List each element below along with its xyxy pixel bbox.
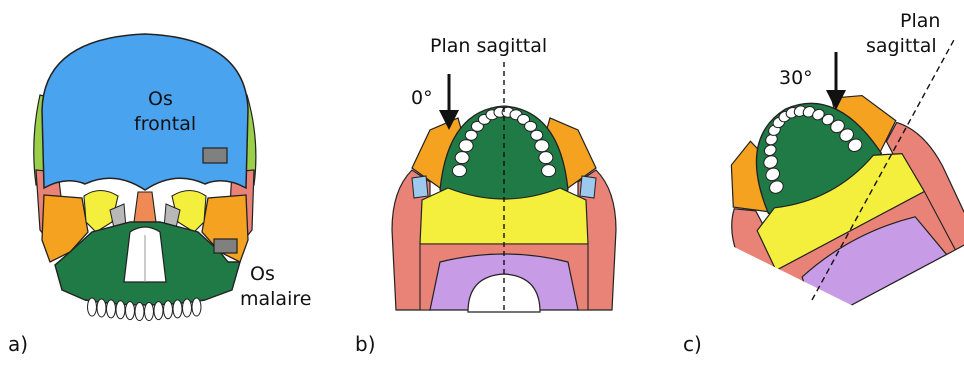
label-plan-sagittal-b: Plan sagittal xyxy=(430,35,547,57)
tooth xyxy=(539,152,553,164)
tooth xyxy=(116,301,125,319)
label-plan-c-1: Plan xyxy=(900,10,940,32)
label-os-frontal-2: frontal xyxy=(134,113,196,135)
tooth xyxy=(88,298,97,316)
tooth xyxy=(154,302,163,320)
label-angle-0: 0° xyxy=(411,87,433,109)
tooth xyxy=(135,303,144,321)
tooth xyxy=(192,298,201,316)
lightblue-right xyxy=(580,176,596,198)
lightblue-left xyxy=(412,176,428,198)
tooth xyxy=(525,121,537,131)
frontal-bone xyxy=(42,34,248,190)
label-plan-c-2: sagittal xyxy=(866,35,937,57)
tooth xyxy=(452,165,466,177)
panel-a-skull-front: Os frontal Os malaire a) xyxy=(8,34,311,356)
tooth xyxy=(164,301,173,319)
label-angle-30: 30° xyxy=(779,67,813,89)
label-os-malaire-1: Os xyxy=(250,263,275,285)
tooth xyxy=(459,140,473,152)
tooth xyxy=(535,140,549,152)
tooth xyxy=(97,299,106,317)
tooth xyxy=(531,130,543,140)
label-os-frontal-1: Os xyxy=(148,88,173,110)
panel-label-b: b) xyxy=(355,332,376,356)
malaire-marker xyxy=(214,239,237,253)
tooth xyxy=(183,299,192,317)
tooth xyxy=(542,165,556,177)
nasal-bone xyxy=(134,192,156,222)
frontal-marker xyxy=(203,148,227,163)
tooth xyxy=(455,152,469,164)
tooth xyxy=(465,130,477,140)
panel-b-skull-base: Plan sagittal 0° b) xyxy=(355,35,616,356)
panel-label-c: c) xyxy=(683,332,702,356)
panel-label-a: a) xyxy=(8,332,28,356)
tooth xyxy=(145,303,154,321)
tooth xyxy=(173,300,182,318)
tooth xyxy=(126,302,135,320)
panel-c-skull-base-rotated: 30° Plan sagittal c) xyxy=(683,10,964,361)
tooth xyxy=(107,300,116,318)
label-os-malaire-2: malaire xyxy=(240,288,311,310)
